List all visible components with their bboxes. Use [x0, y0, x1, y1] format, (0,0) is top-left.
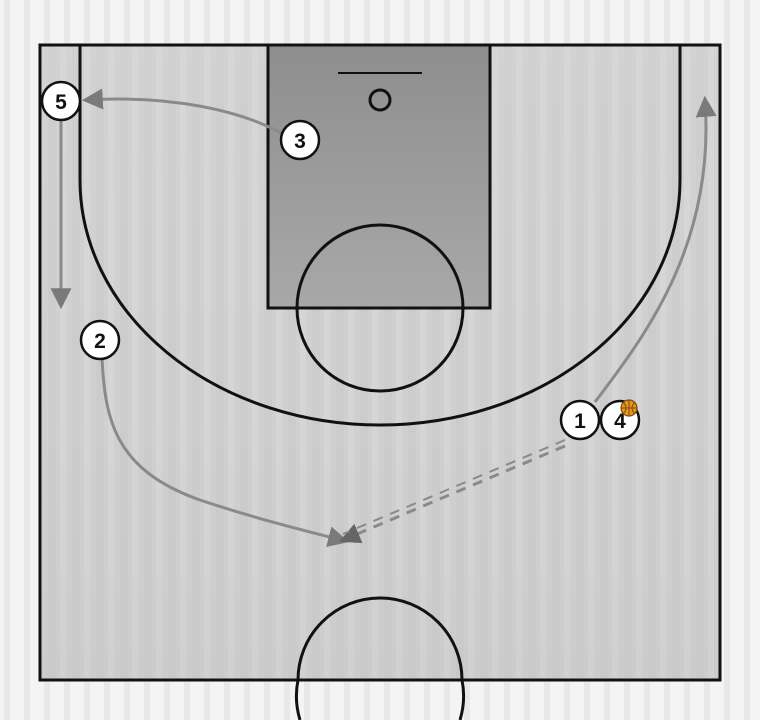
pass-line-double — [342, 439, 566, 535]
player-label: 5 — [55, 91, 67, 114]
paint-area — [266, 43, 492, 310]
three-point-line — [78, 45, 682, 427]
pass-line — [339, 444, 566, 544]
player-label: 4 — [614, 410, 626, 433]
player-5: 5 — [40, 80, 82, 122]
player-1: 1 — [559, 399, 601, 441]
player-marker — [559, 399, 601, 441]
player-label: 2 — [94, 330, 106, 353]
ball-seams — [621, 400, 637, 416]
basketball-icon — [620, 399, 638, 417]
center-circle-right — [458, 679, 466, 720]
center-circle-top — [296, 596, 464, 681]
cut-path-1 — [593, 95, 717, 403]
player-2: 2 — [79, 319, 121, 361]
player-marker — [40, 80, 82, 122]
player-marker — [279, 119, 321, 161]
rim — [368, 88, 392, 112]
cut-path-2 — [100, 357, 350, 547]
player-label: 1 — [574, 410, 586, 433]
player-label: 3 — [294, 130, 306, 153]
player-3: 3 — [279, 119, 321, 161]
cut-path-3 — [81, 88, 284, 136]
center-circle-left — [294, 679, 302, 720]
free-throw-circle — [295, 223, 465, 393]
player-marker — [79, 319, 121, 361]
court-boundary — [38, 43, 722, 682]
